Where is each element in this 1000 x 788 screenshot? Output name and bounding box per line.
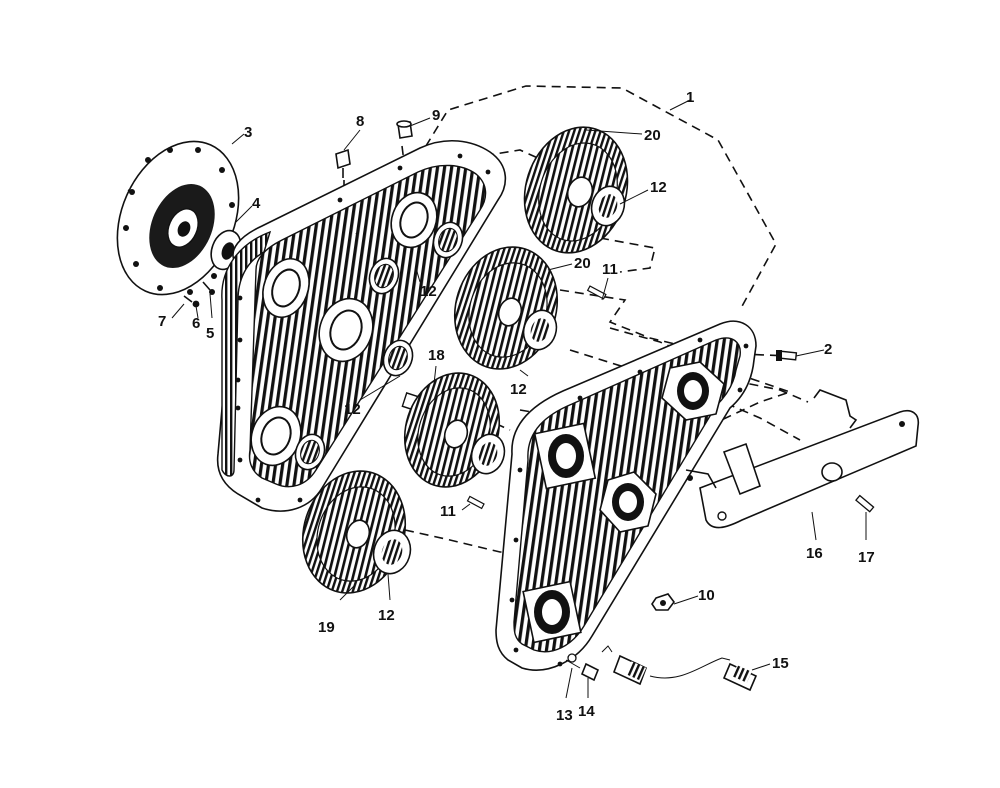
callout-2: 2 bbox=[824, 341, 832, 358]
callout-13: 13 bbox=[556, 707, 573, 724]
callout-4: 4 bbox=[252, 195, 261, 212]
leader-lines bbox=[171, 99, 867, 699]
gear-18 bbox=[401, 372, 506, 488]
bolt-2 bbox=[776, 350, 798, 361]
callout-5: 5 bbox=[206, 325, 214, 342]
callout-8: 8 bbox=[356, 113, 364, 130]
callout-12-housing: 12 bbox=[420, 283, 437, 300]
callout-7: 7 bbox=[158, 313, 166, 330]
callout-14: 14 bbox=[578, 703, 595, 720]
rear-cover bbox=[495, 320, 757, 671]
hose-fittings bbox=[565, 645, 758, 692]
callout-11-upper: 11 bbox=[602, 261, 618, 278]
callout-6: 6 bbox=[192, 315, 200, 332]
callout-12-bottom: 12 bbox=[378, 607, 395, 624]
gear-upper bbox=[523, 126, 629, 254]
callout-12-left: 12 bbox=[344, 401, 361, 418]
callout-20-upper: 20 bbox=[644, 127, 661, 144]
gear-19 bbox=[301, 470, 412, 594]
callout-12-upper-gear: 12 bbox=[650, 179, 667, 196]
callout-9: 9 bbox=[432, 107, 440, 124]
callout-16: 16 bbox=[806, 545, 823, 562]
mounting-bracket bbox=[685, 389, 920, 529]
callout-18: 18 bbox=[428, 347, 445, 364]
callout-1: 1 bbox=[686, 89, 694, 106]
callout-12-middle-gear: 12 bbox=[510, 381, 527, 398]
small-fasteners bbox=[183, 281, 215, 308]
callout-19: 19 bbox=[318, 619, 335, 636]
nut bbox=[651, 593, 675, 611]
bolt-17 bbox=[855, 494, 875, 513]
callout-3: 3 bbox=[244, 124, 252, 141]
front-housing bbox=[216, 139, 507, 512]
callout-11-lower: 11 bbox=[440, 503, 456, 520]
callout-10: 10 bbox=[698, 587, 715, 604]
callout-labels: 1 2 3 4 5 6 7 8 9 10 11 11 12 12 12 12 1… bbox=[158, 89, 875, 724]
coupling-plate bbox=[116, 140, 240, 296]
bolt-and-plug bbox=[335, 120, 413, 178]
callout-15: 15 bbox=[772, 655, 789, 672]
gear-middle bbox=[453, 246, 559, 370]
dowel-pins bbox=[466, 285, 607, 510]
callout-20-middle: 20 bbox=[574, 255, 591, 272]
callout-17: 17 bbox=[858, 549, 875, 566]
